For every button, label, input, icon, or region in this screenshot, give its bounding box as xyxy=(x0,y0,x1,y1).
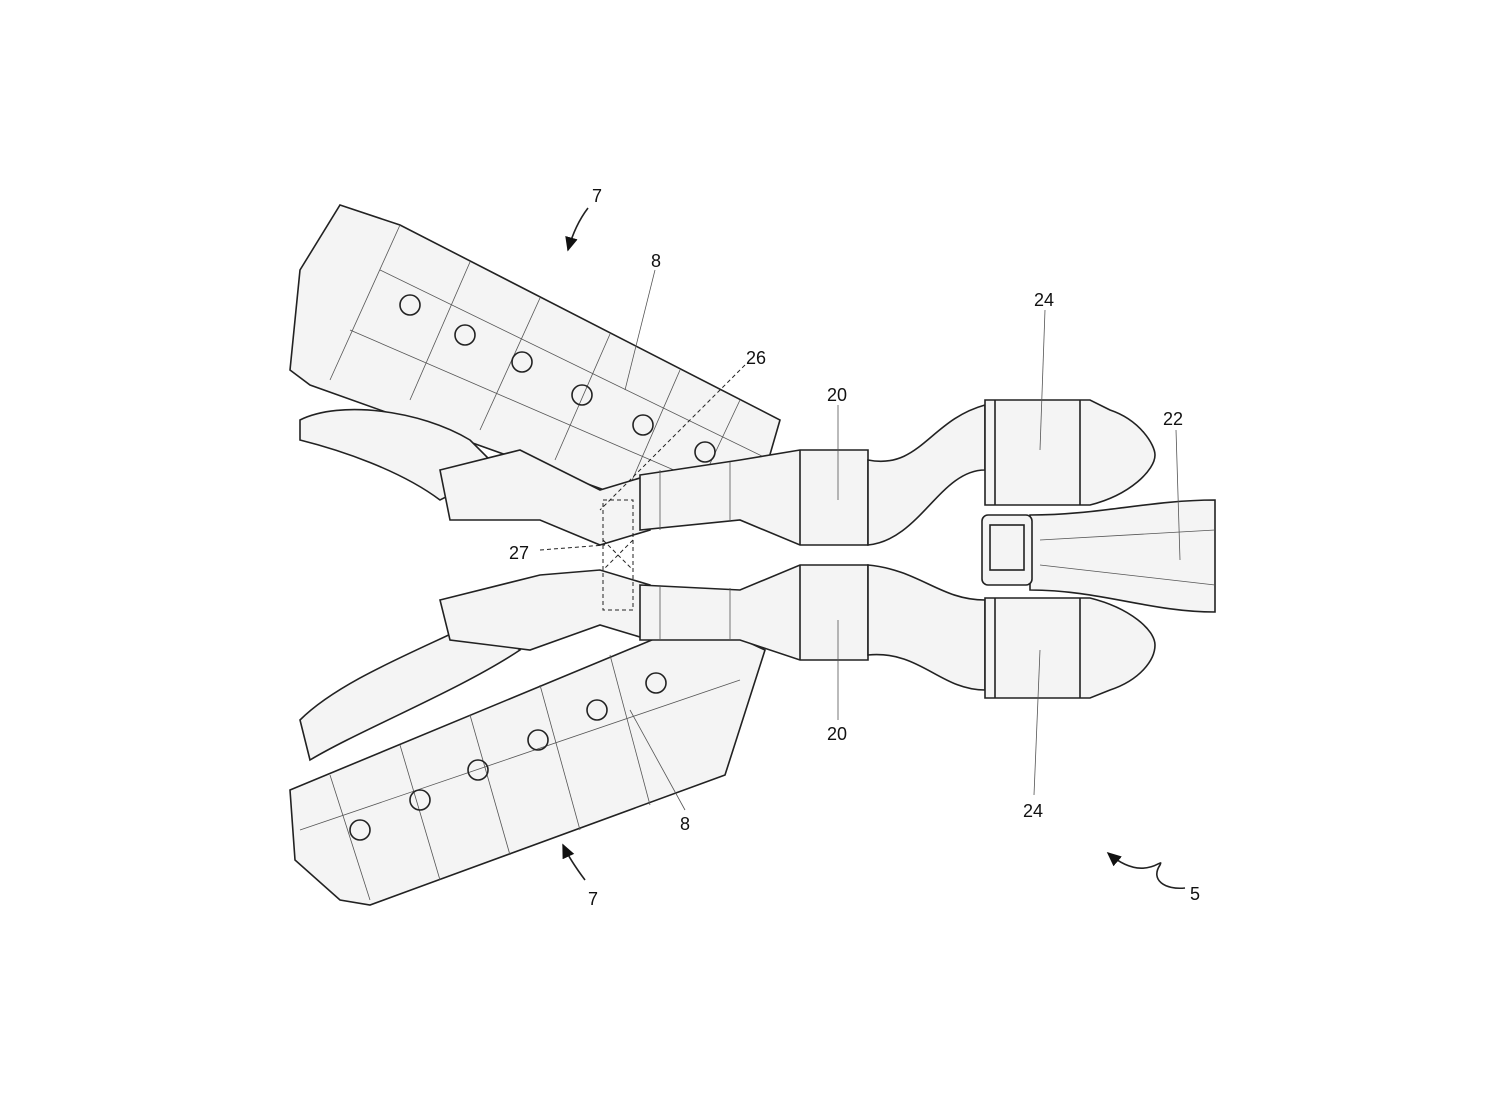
reference-labels: 7 7 8 8 26 27 20 20 24 24 22 5 xyxy=(509,186,1200,909)
label-tailpipe: 22 xyxy=(1163,409,1183,429)
label-crossover-pipe: 26 xyxy=(746,348,766,368)
upper-head-bolts xyxy=(399,294,716,463)
upper-engine-bank xyxy=(289,204,781,501)
lower-engine-bank xyxy=(289,619,766,906)
silencers xyxy=(984,399,1156,699)
label-engine-bank-bottom: 7 xyxy=(588,889,598,909)
label-engine-bank-top: 7 xyxy=(592,186,602,206)
catalysts xyxy=(639,449,869,661)
label-silencer-top: 24 xyxy=(1034,290,1054,310)
label-cylinder-head-bottom: 8 xyxy=(680,814,690,834)
exhaust-manifolds xyxy=(439,449,651,651)
label-exhaust-system: 5 xyxy=(1190,884,1200,904)
label-catalyst-bottom: 20 xyxy=(827,724,847,744)
label-silencer-bottom: 24 xyxy=(1023,801,1043,821)
label-catalyst-top: 20 xyxy=(827,385,847,405)
lower-head-bolts xyxy=(349,672,667,841)
leader-lines xyxy=(539,207,1186,890)
label-cylinder-head-top: 8 xyxy=(651,251,661,271)
connecting-pipes xyxy=(867,403,986,691)
tailpipe xyxy=(981,499,1216,613)
label-crossover-section: 27 xyxy=(509,543,529,563)
